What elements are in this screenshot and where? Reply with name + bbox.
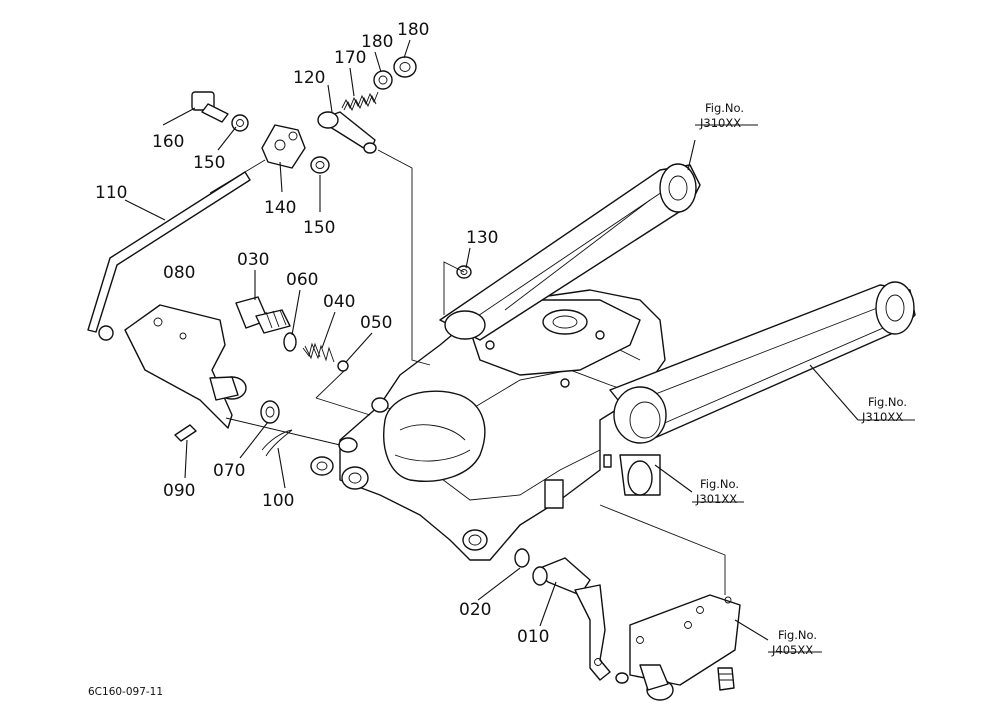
fig-ref-code: J301XX <box>695 492 737 506</box>
lift-arm-lower <box>609 281 916 444</box>
figure-reference-3: Fig.No. J301XX <box>695 477 739 506</box>
ball-050 <box>337 360 349 372</box>
callout-090: 090 <box>163 481 195 501</box>
fig-ref-code: J310XX <box>699 116 741 130</box>
callout-050: 050 <box>360 313 392 333</box>
bracket-140 <box>261 124 306 169</box>
nut-150b <box>310 156 330 174</box>
callout-060: 060 <box>286 270 318 290</box>
callout-180-washer: 180 <box>361 32 393 52</box>
drawing-code: 6C160-097-11 <box>88 686 163 698</box>
callout-150-nut: 150 <box>303 218 335 238</box>
fig-ref-label: Fig.No. <box>778 628 817 642</box>
leader-lines <box>124 39 915 653</box>
o-ring-020 <box>514 548 530 568</box>
callout-170: 170 <box>334 48 366 68</box>
callout-040: 040 <box>323 292 355 312</box>
callout-180-nut: 180 <box>397 20 429 40</box>
fig-ref-code: J310XX <box>861 410 903 424</box>
callout-160: 160 <box>152 132 184 152</box>
lift-arm-upper <box>439 163 701 341</box>
callout-080: 080 <box>163 263 195 283</box>
washer-180a <box>373 70 393 90</box>
callout-labels: 110 160 150 140 150 120 170 180 180 130 … <box>95 20 549 647</box>
callout-150-washer: 150 <box>193 153 225 173</box>
fig-ref-label: Fig.No. <box>705 101 744 115</box>
bolt-160 <box>191 91 229 123</box>
fig-ref-code: J405XX <box>771 643 813 657</box>
o-ring-060 <box>283 332 297 352</box>
callout-120: 120 <box>293 68 325 88</box>
figure-reference-4: Fig.No. J405XX <box>771 628 817 657</box>
control-valve <box>615 594 741 701</box>
pin-090 <box>174 424 197 442</box>
callout-100: 110 <box>95 183 127 203</box>
callout-010: 010 <box>517 627 549 647</box>
figure-reference-1: Fig.No. J310XX <box>699 101 744 130</box>
shaft-010 <box>532 557 611 681</box>
callout-140: 140 <box>264 198 296 218</box>
spring-040 <box>302 342 335 363</box>
plug-030 <box>235 296 291 334</box>
figure-reference-2: Fig.No. J310XX <box>861 395 907 424</box>
callout-130: 130 <box>466 228 498 248</box>
fig-ref-label: Fig.No. <box>700 477 739 491</box>
assembly-lines <box>225 149 726 595</box>
callout-020: 020 <box>459 600 491 620</box>
callout-110: 100 <box>262 491 294 511</box>
rod-end-120 <box>317 111 377 154</box>
callout-070: 070 <box>213 461 245 481</box>
bracket-080 <box>124 304 247 429</box>
callout-030: 030 <box>237 250 269 270</box>
clip-110 <box>261 429 293 457</box>
nut-180b <box>393 56 417 78</box>
washer-070 <box>260 400 280 424</box>
spring-170 <box>341 91 379 112</box>
fig-ref-label: Fig.No. <box>868 395 907 409</box>
lever-rod-100 <box>87 159 266 341</box>
